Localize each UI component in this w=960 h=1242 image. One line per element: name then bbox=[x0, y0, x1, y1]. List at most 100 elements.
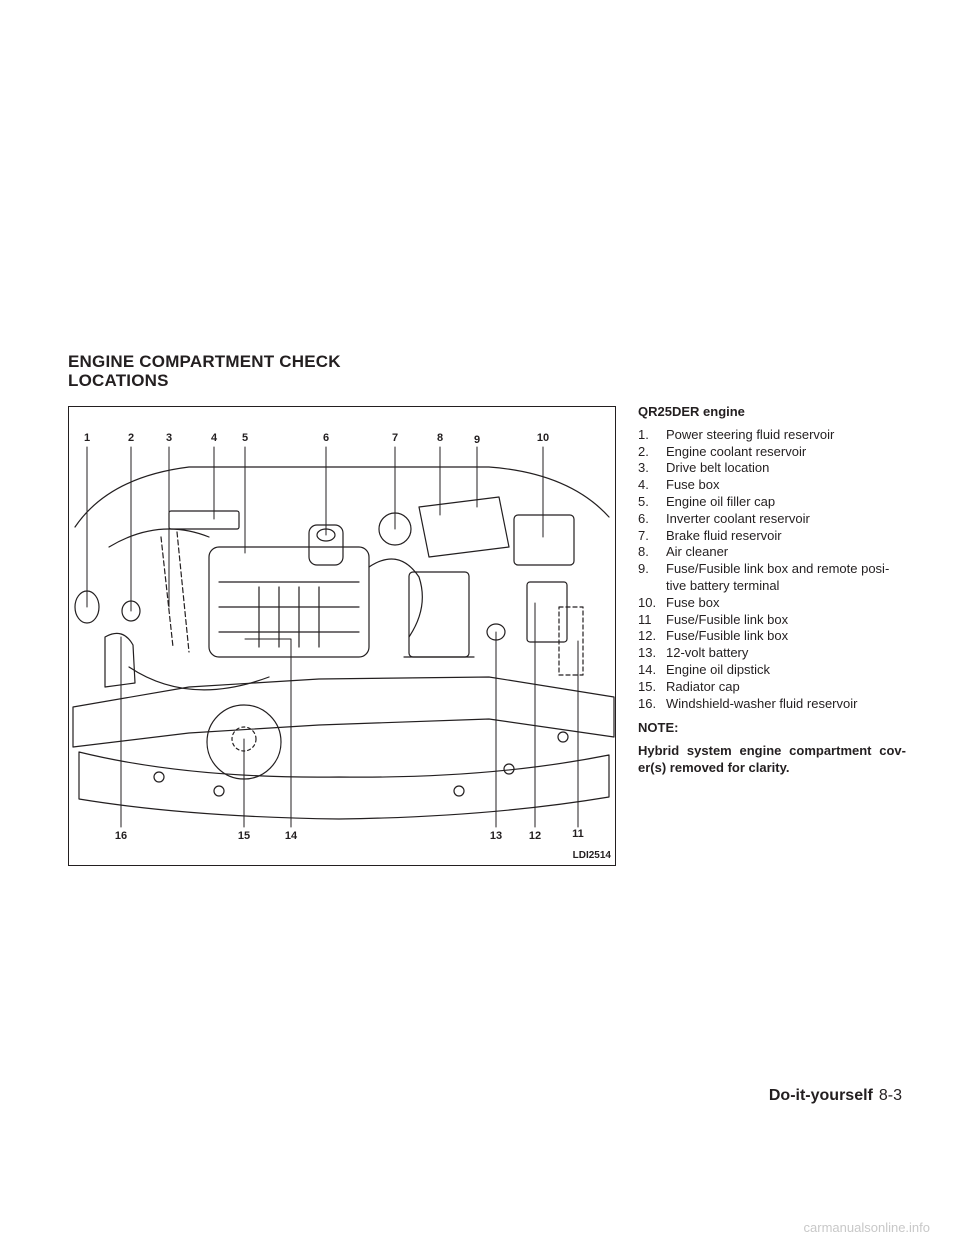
callout-15: 15 bbox=[238, 830, 250, 842]
mount-stud bbox=[503, 763, 515, 775]
legend-item: 6. Inverter coolant reservoir bbox=[638, 511, 906, 528]
legend-item-number: 9. bbox=[638, 561, 649, 577]
mount-stud bbox=[557, 731, 569, 743]
callout-8: 8 bbox=[437, 432, 443, 444]
callout-2: 2 bbox=[128, 432, 134, 444]
air-cleaner-box bbox=[418, 496, 510, 558]
hood-opening-outline bbox=[74, 466, 610, 528]
legend-item-text: Radiator cap bbox=[666, 678, 740, 694]
page-footer: Do-it-yourself 8-3 bbox=[769, 1087, 902, 1105]
twelve-volt-battery bbox=[408, 571, 470, 658]
fuse-box-10 bbox=[513, 514, 575, 566]
legend-item-number: 12. bbox=[638, 628, 657, 644]
legend-heading: QR25DER engine bbox=[638, 404, 745, 419]
front-bumper bbox=[78, 751, 610, 820]
engine-line-drawing: 1 2 3 4 5 6 7 8 9 10 16 15 14 13 12 11 bbox=[72, 432, 615, 842]
legend-item-number: 15. bbox=[638, 678, 657, 694]
callout-9: 9 bbox=[474, 434, 480, 446]
callout-3: 3 bbox=[166, 432, 172, 444]
watermark: carmanualsonline.info bbox=[803, 1220, 930, 1235]
legend-item-text: Fuse/Fusible link box and remote posi-ti… bbox=[666, 561, 890, 593]
legend-item-text: 12-volt battery bbox=[666, 645, 749, 661]
legend-item: 8. Air cleaner bbox=[638, 544, 906, 561]
page-number: 8-3 bbox=[878, 1087, 902, 1104]
legend-item: 2. Engine coolant reservoir bbox=[638, 444, 906, 461]
legend-item-number: 11 bbox=[638, 611, 652, 627]
legend-item-number: 3. bbox=[638, 460, 649, 476]
upper-hose bbox=[108, 528, 210, 548]
legend-item-number: 2. bbox=[638, 443, 649, 459]
legend-item-text: Fuse box bbox=[666, 594, 720, 610]
figure-id: LDI2514 bbox=[572, 850, 611, 861]
callout-7: 7 bbox=[392, 432, 398, 444]
legend-item-text: Fuse box bbox=[666, 477, 720, 493]
callout-12: 12 bbox=[529, 830, 541, 842]
note-text: Hybrid system engine compartment cov-er(… bbox=[638, 743, 906, 775]
legend-column: QR25DER engine 1. Power steering fluid re… bbox=[638, 404, 906, 777]
legend-item-text: Engine oil dipstick bbox=[666, 661, 771, 677]
legend-item-number: 6. bbox=[638, 510, 649, 526]
callout-numbers: 1 2 3 4 5 6 7 8 9 10 16 15 14 13 12 11 bbox=[84, 432, 584, 842]
legend-item-text: Inverter coolant reservoir bbox=[666, 510, 810, 526]
callout-10: 10 bbox=[537, 432, 549, 444]
mount-stud bbox=[153, 771, 165, 783]
section-heading-line-2: LOCATIONS bbox=[68, 371, 169, 390]
legend-item-text: Engine oil filler cap bbox=[666, 493, 776, 509]
callout-1: 1 bbox=[84, 432, 90, 444]
callout-4: 4 bbox=[211, 432, 218, 444]
drive-belt-dashed bbox=[160, 531, 190, 653]
mount-stud bbox=[453, 785, 465, 797]
radiator-support bbox=[72, 676, 615, 748]
legend-item-number: 4. bbox=[638, 477, 649, 493]
mount-stud bbox=[213, 785, 225, 797]
footer-section-name: Do-it-yourself bbox=[768, 1087, 873, 1104]
legend-item: 15. Radiator cap bbox=[638, 679, 906, 696]
legend-item-number: 13. bbox=[638, 645, 657, 661]
legend-item-number: 1. bbox=[638, 426, 649, 442]
section-heading: ENGINE COMPARTMENT CHECK LOCATIONS bbox=[68, 352, 341, 390]
legend-item-text: Power steering fluid reservoir bbox=[666, 426, 835, 442]
legend-item-number: 14. bbox=[638, 661, 657, 677]
legend-item-text: Drive belt location bbox=[666, 460, 770, 476]
intake-runners bbox=[258, 586, 320, 648]
engine-compartment-illustration: 1 2 3 4 5 6 7 8 9 10 16 15 14 13 12 11 L… bbox=[68, 406, 616, 866]
legend-item: 10. Fuse box bbox=[638, 595, 906, 612]
side-hose bbox=[368, 558, 423, 638]
legend-item: 3. Drive belt location bbox=[638, 460, 906, 477]
fusible-link-box-12 bbox=[526, 581, 568, 643]
callout-6: 6 bbox=[323, 432, 329, 444]
legend-item: 7. Brake fluid reservoir bbox=[638, 528, 906, 545]
legend-item-number: 5. bbox=[638, 493, 649, 509]
legend-item: 9. Fuse/Fusible link box and remote posi-… bbox=[638, 561, 906, 595]
legend-item: 1. Power steering fluid reservoir bbox=[638, 427, 906, 444]
lower-hose bbox=[128, 666, 270, 691]
intake-manifold bbox=[218, 581, 360, 633]
legend-item: 14. Engine oil dipstick bbox=[638, 662, 906, 679]
legend-item-text: Windshield-washer fluid reservoir bbox=[666, 695, 858, 711]
legend-list: 1. Power steering fluid reservoir 2. Engine… bbox=[638, 427, 906, 713]
callout-13: 13 bbox=[490, 830, 502, 842]
legend-item: 13. 12-volt battery bbox=[638, 645, 906, 662]
legend-item: 12. Fuse/Fusible link box bbox=[638, 628, 906, 645]
legend-item-number: 16. bbox=[638, 695, 657, 711]
callout-5: 5 bbox=[242, 432, 248, 444]
legend-item-number: 10. bbox=[638, 594, 657, 610]
legend-item-number: 7. bbox=[638, 527, 649, 543]
legend-item-text: Air cleaner bbox=[666, 544, 729, 560]
fuse-box-4 bbox=[168, 510, 240, 530]
legend-item-text: Fuse/Fusible link box bbox=[666, 628, 789, 644]
legend-item-text: Brake fluid reservoir bbox=[666, 527, 782, 543]
callout-14: 14 bbox=[285, 830, 298, 842]
section-heading-line-1: ENGINE COMPARTMENT CHECK bbox=[68, 352, 341, 371]
callout-16: 16 bbox=[115, 830, 127, 842]
fusible-link-box-11 bbox=[558, 606, 584, 676]
legend-item: 4. Fuse box bbox=[638, 477, 906, 494]
legend-item: 16. Windshield-washer fluid reservoir bbox=[638, 696, 906, 713]
callout-11: 11 bbox=[572, 828, 584, 840]
legend-item: 5. Engine oil filler cap bbox=[638, 494, 906, 511]
leader-lines-bottom bbox=[120, 602, 579, 828]
washer-fluid-reservoir bbox=[104, 632, 136, 688]
legend-item-number: 8. bbox=[638, 544, 649, 560]
legend-item-text: Engine coolant reservoir bbox=[666, 443, 807, 459]
